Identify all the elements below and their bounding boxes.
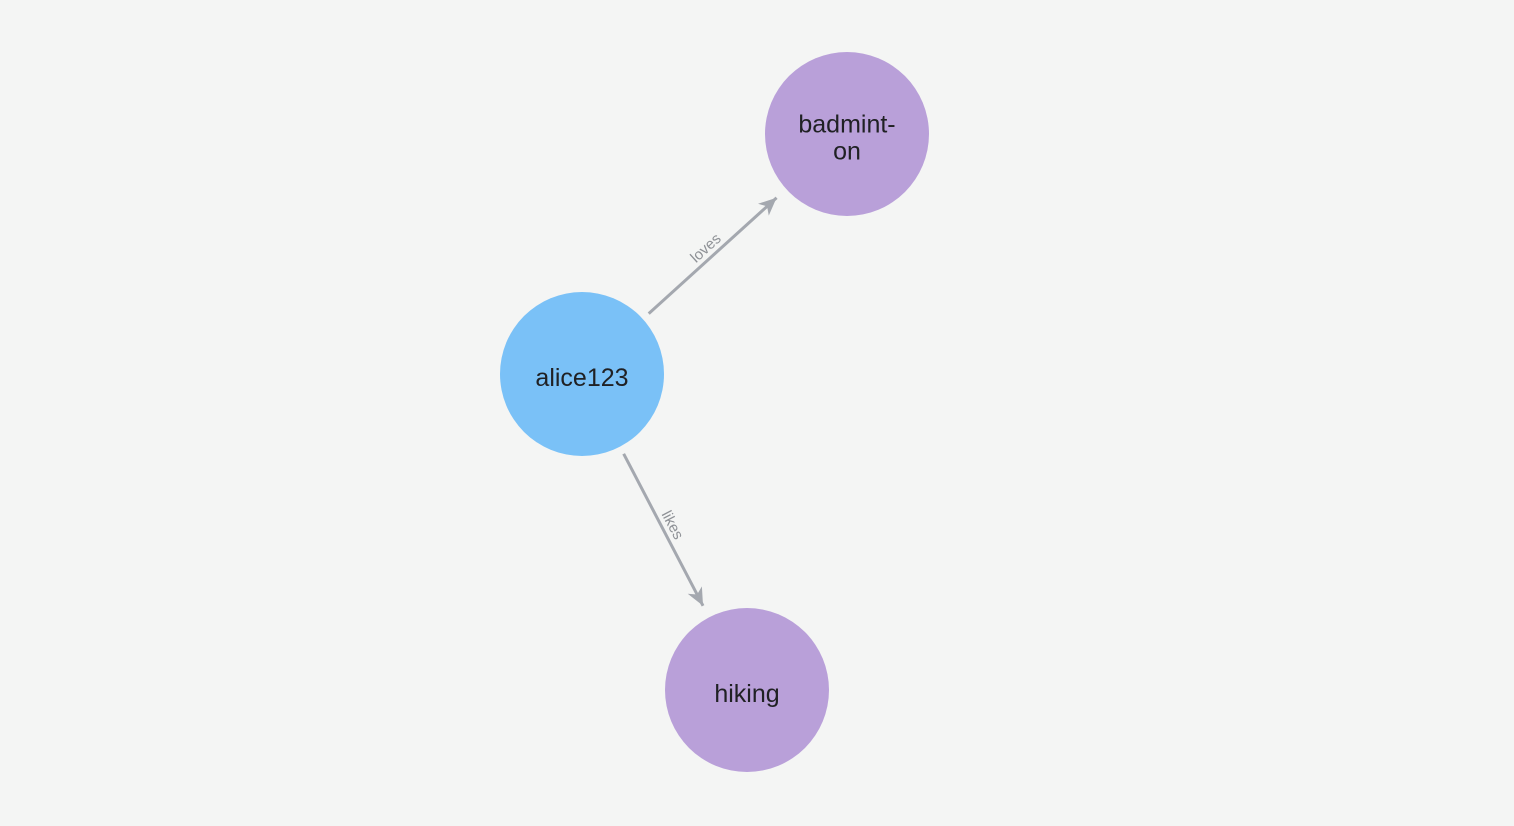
node-label: alice123 xyxy=(535,364,628,392)
node-alice123[interactable]: alice123 xyxy=(500,292,664,456)
node-hiking[interactable]: hiking xyxy=(665,608,829,772)
node-label: on xyxy=(833,138,861,166)
node-circle[interactable] xyxy=(500,292,664,456)
edge-line[interactable] xyxy=(622,453,705,607)
node-circle[interactable] xyxy=(765,52,929,216)
node-label: badmint- xyxy=(798,111,895,139)
node-badminton[interactable]: badmint-on xyxy=(765,52,929,216)
edge-line[interactable] xyxy=(647,196,778,315)
node-label: hiking xyxy=(714,680,779,708)
node-circle[interactable] xyxy=(665,608,829,772)
